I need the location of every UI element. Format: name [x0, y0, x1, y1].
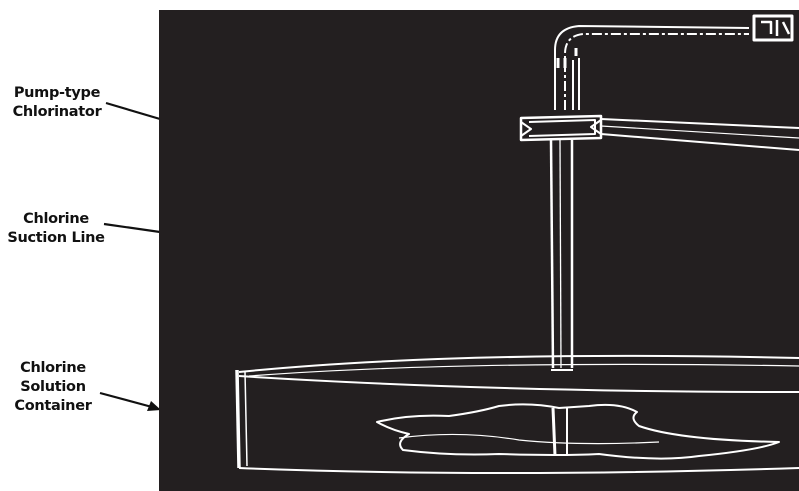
submerged-line-left: [553, 408, 555, 456]
container-label-line-2: Solution: [10, 378, 96, 397]
photo-background: [159, 10, 799, 491]
container-label-line-3: Container: [10, 397, 96, 416]
container-label-line-1: Chlorine: [10, 359, 96, 378]
suction-label-line-2: Suction Line: [6, 229, 106, 248]
pump-label-line-2: Chlorinator: [4, 103, 110, 122]
container-left-wall-outer: [237, 370, 239, 468]
pump-label-line-1: Pump-type: [4, 84, 110, 103]
chlorine-suction-line-label: Chlorine Suction Line: [6, 210, 106, 248]
pump-leader-line: [106, 103, 160, 119]
container-leader-line: [100, 393, 152, 407]
chlorinator-illustration: [159, 10, 799, 491]
suction-label-line-1: Chlorine: [6, 210, 106, 229]
suction-leader-line: [104, 224, 160, 232]
chlorine-solution-container-label: Chlorine Solution Container: [10, 359, 96, 416]
pump-type-chlorinator-label: Pump-type Chlorinator: [4, 84, 110, 122]
